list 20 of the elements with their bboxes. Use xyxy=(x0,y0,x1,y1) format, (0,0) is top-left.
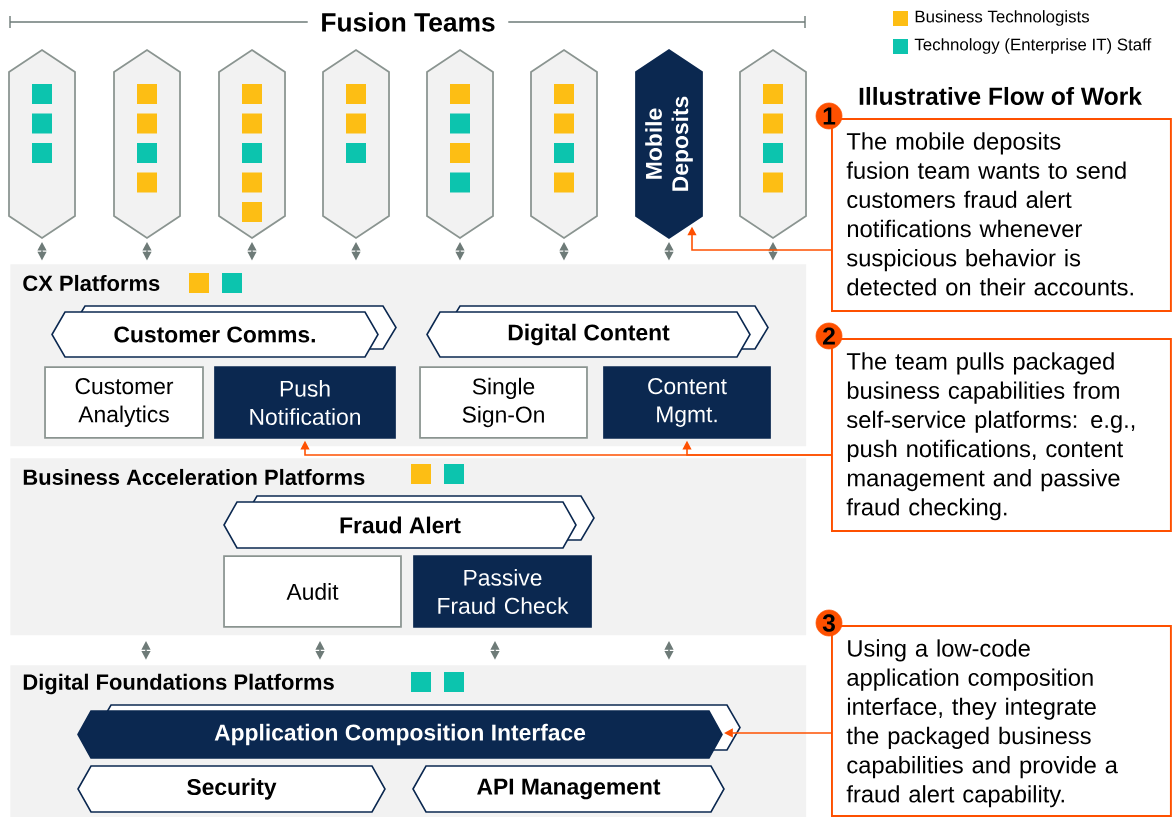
capability-box: Audit xyxy=(223,555,402,628)
capability-box: Passive Fraud Check xyxy=(413,555,592,628)
band-heading: Business Acceleration Platforms xyxy=(23,468,365,486)
capability-box: Customer Analytics xyxy=(44,366,204,439)
capability-box: Single Sign-On xyxy=(419,366,588,439)
capability-box: Content Mgmt. xyxy=(603,366,771,439)
capability-banner: API Management xyxy=(412,765,725,813)
section-heading: Illustrative Flow of Work xyxy=(859,86,1142,106)
legend-label: Business Technologists xyxy=(915,10,1090,26)
band-heading: Digital Foundations Platforms xyxy=(23,673,334,695)
capability-banner: Digital Content xyxy=(426,305,769,358)
title: Fusion Teams xyxy=(322,12,495,32)
legend-label: Technology (Enterprise IT) Staff xyxy=(914,38,1152,54)
capability-box: Push Notification xyxy=(214,366,396,439)
capability-banner: Customer Comms. xyxy=(51,305,397,358)
capability-banner: Fraud Alert xyxy=(223,495,595,549)
band-heading: CX Platforms xyxy=(23,274,160,292)
team-column: Mobile Deposits xyxy=(635,48,703,240)
capability-banner: Application Composition Interface xyxy=(77,704,741,759)
capability-banner: Security xyxy=(77,765,386,813)
